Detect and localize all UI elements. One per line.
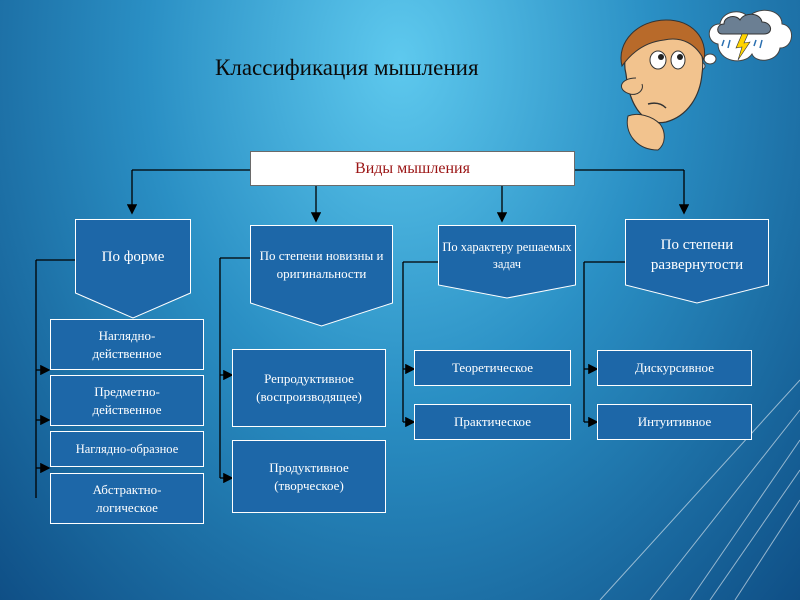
category-label: По степени новизны и оригинальности (259, 248, 384, 281)
category-unfoldedness: По степени развернутости (625, 219, 769, 304)
category-label: По характеру решаемых задач (442, 240, 572, 271)
category-form: По форме (75, 219, 191, 319)
leaf-theoretical: Теоретическое (414, 350, 571, 386)
leaf-object-action: Предметно-действенное (50, 375, 204, 426)
leaf-abstract-logical: Абстрактно-логическое (50, 473, 204, 524)
leaf-visual-imagery: Наглядно-образное (50, 431, 204, 467)
page-title: Классификация мышления (215, 55, 479, 80)
leaf-productive: Продуктивное (творческое) (232, 440, 386, 513)
category-novelty: По степени новизны и оригинальности (250, 225, 393, 327)
storm-cloud-icon (717, 13, 771, 61)
category-label: По форме (101, 248, 165, 265)
category-label: По степени развернутости (650, 236, 744, 273)
leaf-reproductive: Репродуктивное (воспроизводящее) (232, 349, 386, 427)
leaf-practical: Практическое (414, 404, 571, 440)
category-task-type: По характеру решаемых задач (438, 225, 576, 299)
leaf-intuitive: Интуитивное (597, 404, 752, 440)
leaf-visual-action: Наглядно-действенное (50, 319, 204, 370)
leaf-discursive: Дискурсивное (597, 350, 752, 386)
root-node: Виды мышления (250, 151, 575, 186)
